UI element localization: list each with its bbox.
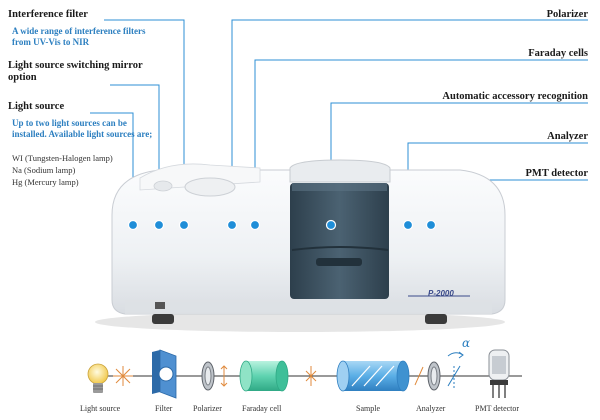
accessory-recognition-title: Automatic accessory recognition (442, 91, 588, 102)
polarizer-title: Polarizer (546, 9, 588, 20)
dot-light-source (127, 219, 139, 231)
faraday-cell-icon (239, 360, 289, 392)
rotation-angle-icon (447, 351, 464, 388)
dot-mirror-option (153, 219, 165, 231)
analyzer-title: Analyzer (547, 131, 588, 142)
light-source-item: WI (Tungsten-Halogen lamp) (12, 153, 113, 163)
light-source-item: Hg (Mercury lamp) (12, 177, 79, 187)
polarizer-icon (201, 361, 215, 391)
model-label: P-2000 (428, 289, 454, 298)
caption-polarizer: Polarizer (193, 404, 222, 413)
pmt-detector-icon (488, 349, 510, 398)
caption-filter: Filter (155, 404, 173, 413)
light-source-item: Na (Sodium lamp) (12, 165, 76, 175)
caption-sample: Sample (356, 404, 380, 413)
dot-analyzer (402, 219, 414, 231)
caption-analyzer: Analyzer (416, 404, 446, 413)
caption-pmt-detector: PMT detector (475, 404, 520, 413)
pmt-detector-title: PMT detector (525, 168, 589, 179)
sample-door (290, 183, 389, 299)
dot-accessory (325, 219, 337, 231)
faraday-cells-title: Faraday cells (528, 48, 588, 59)
sample-cell-icon (336, 360, 410, 392)
dot-faraday (249, 219, 261, 231)
dot-polarizer (226, 219, 238, 231)
rotation-angle-symbol: α (462, 336, 471, 350)
linear-polarization-icon (220, 365, 228, 387)
mirror-option-title: Light source switching mirror option (8, 60, 143, 83)
dot-interference-filter (178, 219, 190, 231)
unpolarized-light-icon (113, 366, 133, 386)
interference-filter-desc: A wide range of interference filters fro… (12, 26, 146, 47)
dot-pmt (425, 219, 437, 231)
filter-icon (152, 349, 177, 399)
optical-path-diagram (87, 349, 522, 399)
light-source-desc: Up to two light sources can be installed… (12, 118, 153, 139)
rotated-polarization-icon (414, 366, 424, 386)
leader-interference-filter (104, 19, 185, 225)
analyzer-icon (427, 361, 441, 391)
interference-filter-title: Interference filter (8, 9, 88, 20)
modulated-polarization-icon (305, 366, 317, 386)
callout-dots (127, 219, 437, 231)
caption-light-source: Light source (80, 404, 121, 413)
light-bulb-icon (87, 363, 109, 393)
caption-faraday-cell: Faraday cell (242, 404, 282, 413)
light-source-title: Light source (8, 101, 65, 112)
leader-polarizer (231, 19, 588, 225)
